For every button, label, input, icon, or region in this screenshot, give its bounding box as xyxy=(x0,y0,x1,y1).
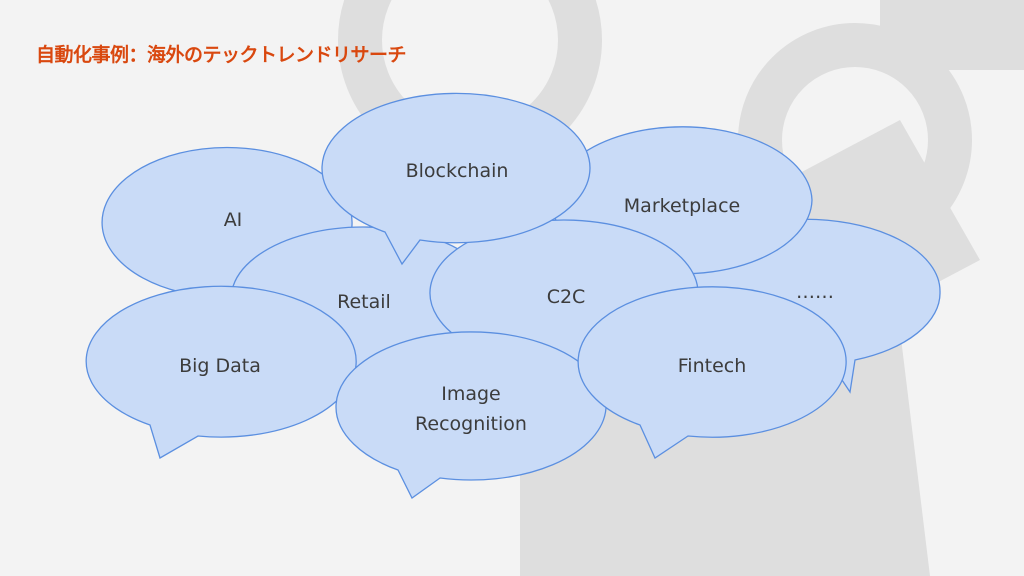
bubble-image-recognition: Image Recognition xyxy=(335,331,607,499)
bubble-image-label-line1: Image xyxy=(441,383,501,405)
bubble-image-label-line2: Recognition xyxy=(415,413,527,435)
bubble-c2c-label: C2C xyxy=(547,286,586,308)
page-title: 自動化事例：海外のテックトレンドリサーチ xyxy=(36,44,407,66)
bubble-bigdata-label: Big Data xyxy=(179,355,261,377)
bubble-blockchain: Blockchain xyxy=(321,92,591,266)
bubble-ellipsis-label: …… xyxy=(796,281,834,303)
bubble-blockchain-label: Blockchain xyxy=(406,160,509,182)
bubble-fintech: Fintech xyxy=(577,286,847,459)
bubble-ai-label: AI xyxy=(224,209,243,231)
bubble-fintech-label: Fintech xyxy=(678,355,747,377)
bubble-bigdata: Big Data xyxy=(85,285,357,459)
bubble-retail-label: Retail xyxy=(337,291,391,313)
bubble-marketplace-label: Marketplace xyxy=(624,195,740,217)
